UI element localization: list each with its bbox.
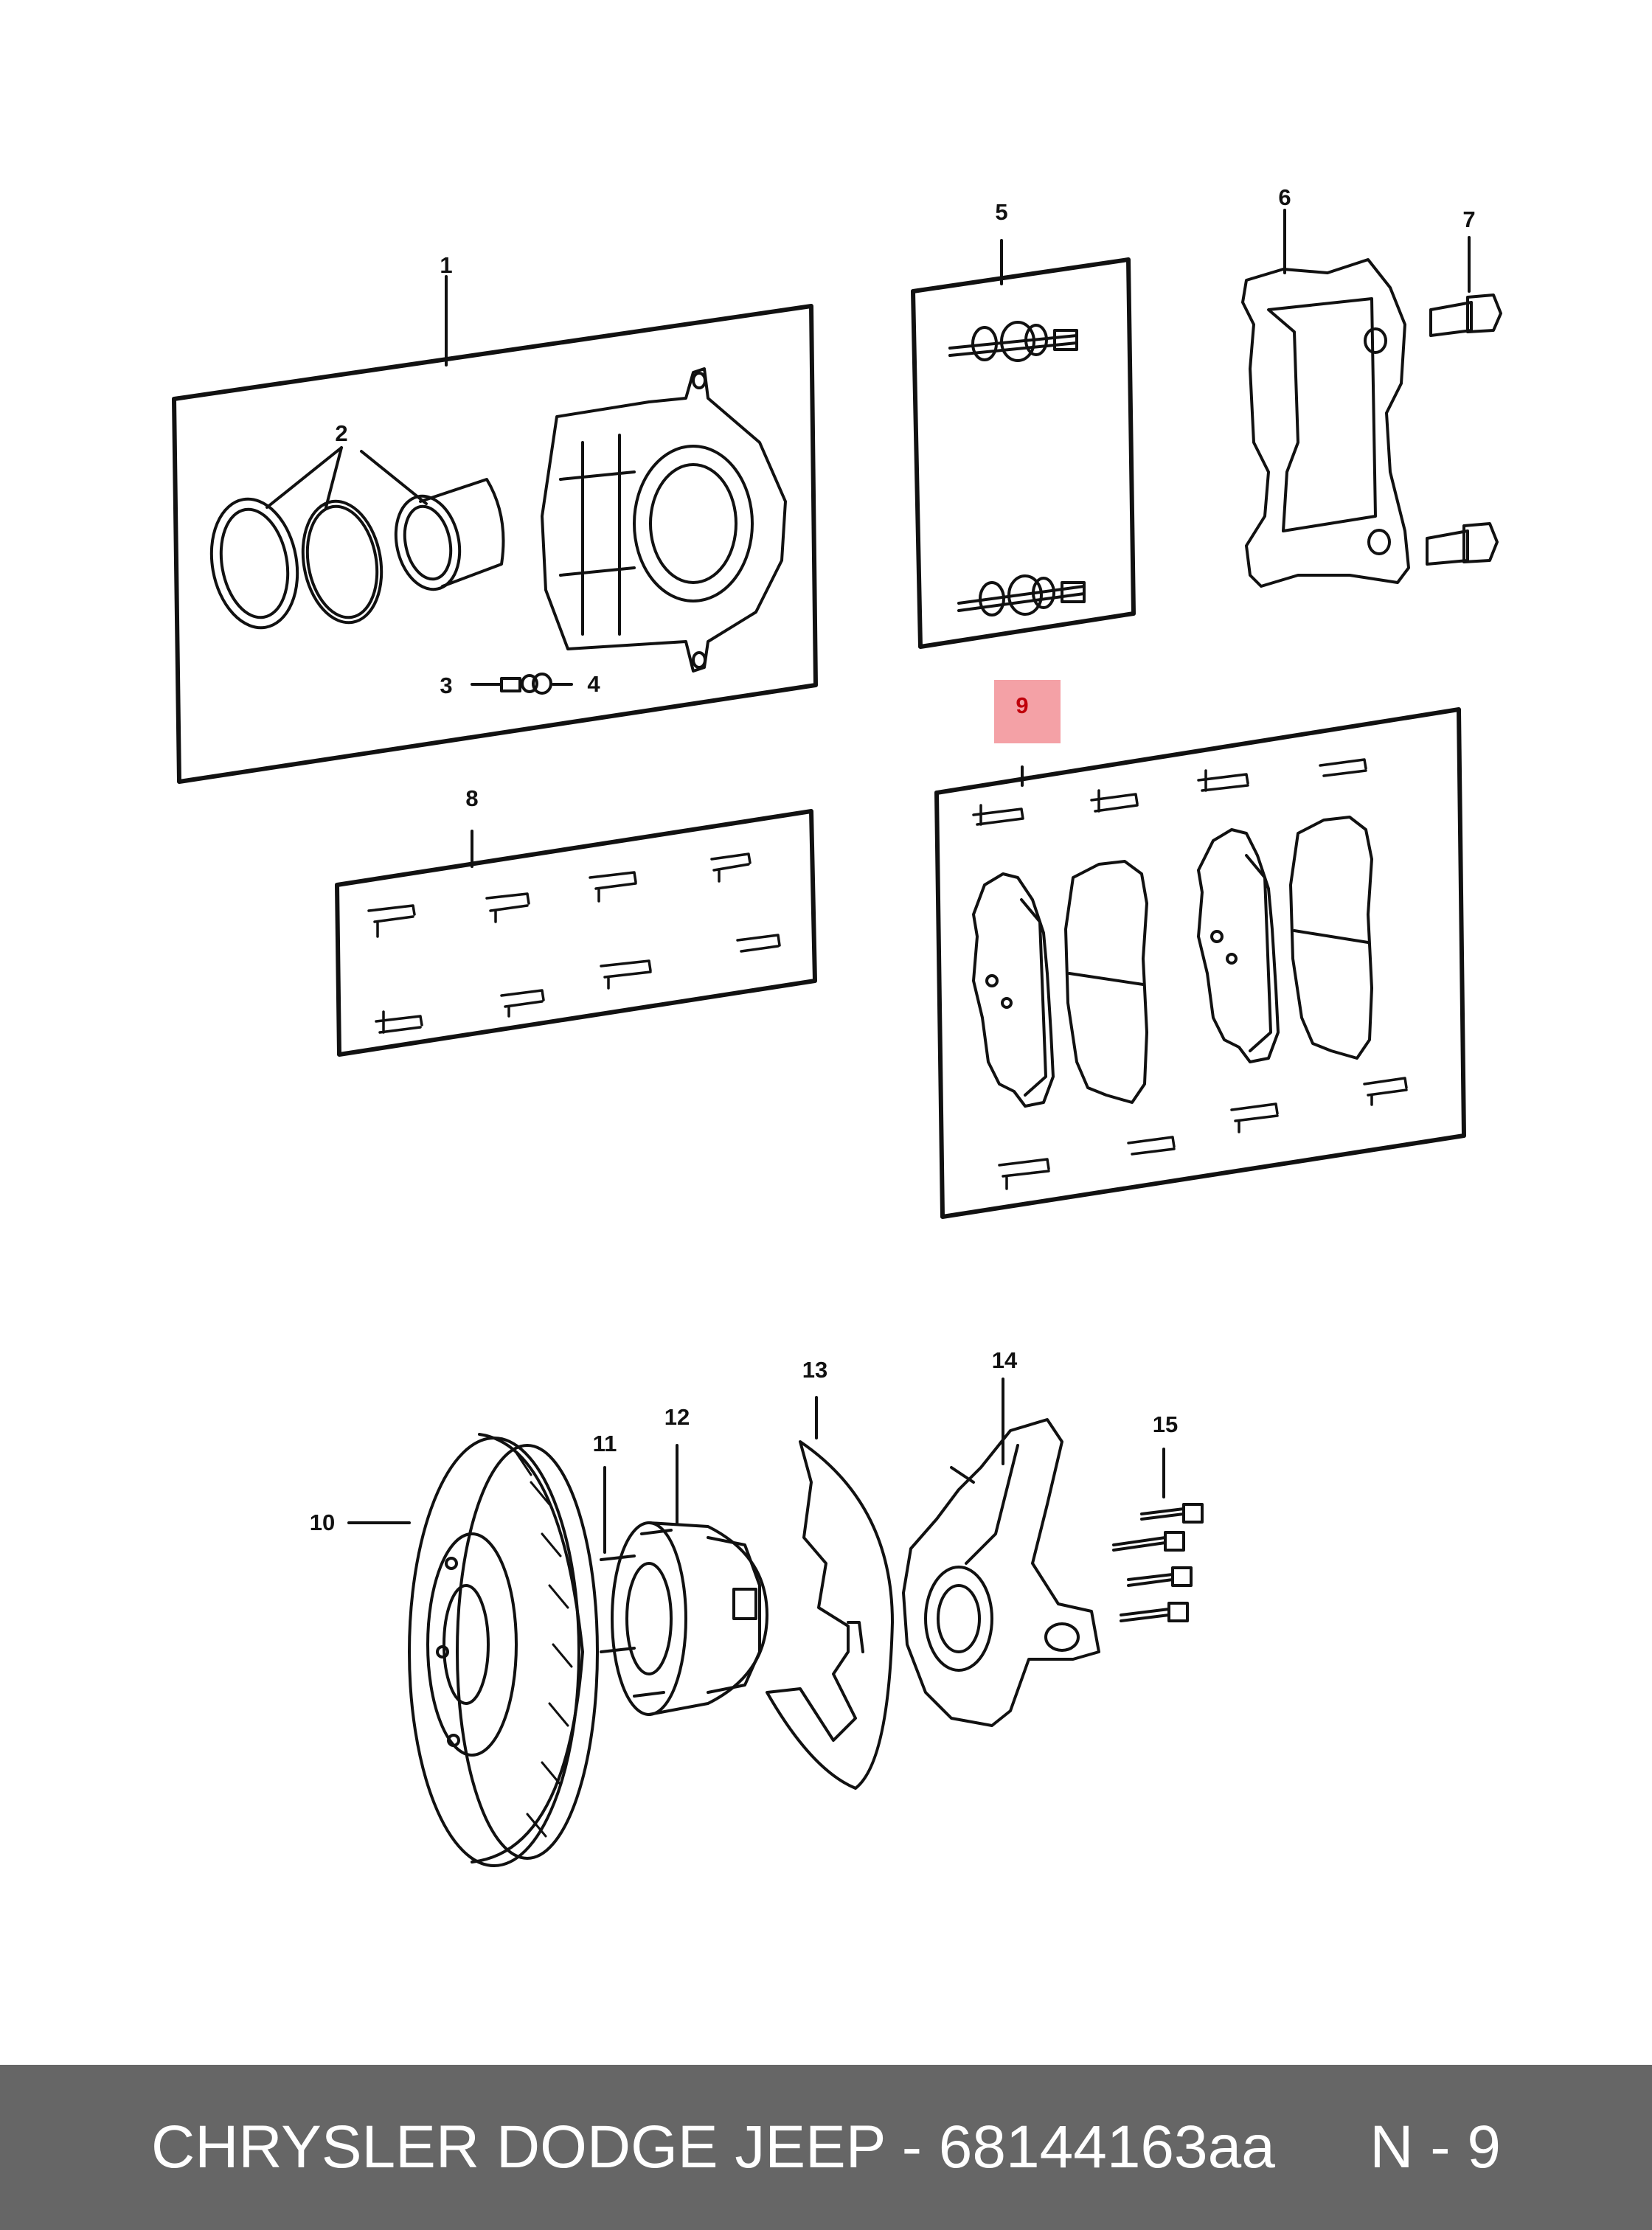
callout-5: 5 <box>995 199 1007 225</box>
callout-1: 1 <box>440 252 452 278</box>
panel-brake-pad-kit <box>934 707 1466 1219</box>
brake-pad-inner-2 <box>1197 828 1280 1063</box>
panel-caliper-kit <box>172 304 818 784</box>
callout-6: 6 <box>1278 184 1291 210</box>
pad-clips <box>367 852 781 1034</box>
bleeder-screw <box>471 673 573 695</box>
guide-pin-upper <box>948 321 1078 362</box>
guide-pin-lower <box>957 574 1086 616</box>
steering-knuckle <box>902 1378 1100 1727</box>
adapter-bolts <box>1426 236 1502 566</box>
callout-7: 7 <box>1462 206 1475 232</box>
callout-12: 12 <box>664 1404 690 1430</box>
caliper-body <box>541 367 787 673</box>
caliper-adapter <box>1241 209 1410 588</box>
footer-bar: CHRYSLER DODGE JEEP - 68144163aa N - 9 <box>0 2065 1652 2230</box>
pad-kit-clips <box>972 758 1408 1190</box>
knuckle-bolts <box>1112 1448 1204 1622</box>
callout-13: 13 <box>802 1357 827 1383</box>
panel-clip-kit <box>335 809 817 1057</box>
brake-pad-outer-1 <box>1064 860 1148 1104</box>
caliper-piston <box>394 478 505 591</box>
parts-diagram: 1 2 3 4 5 6 7 8 9 10 11 12 13 14 15 <box>172 184 1502 1867</box>
part-number-text: CHRYSLER DODGE JEEP - 68144163aa <box>151 2113 1275 2181</box>
hub-bearing <box>600 1444 768 1716</box>
brake-pad-outer-2 <box>1289 816 1373 1060</box>
callout-9: 9 <box>1016 692 1028 718</box>
dust-shield <box>766 1396 894 1790</box>
callout-15: 15 <box>1153 1411 1178 1437</box>
panel-guide-pin-kit <box>911 257 1136 649</box>
piston-seal-rings <box>209 497 384 630</box>
callout-10: 10 <box>310 1510 335 1535</box>
highlight-box <box>994 680 1061 743</box>
callout-4: 4 <box>587 671 600 697</box>
callout-11: 11 <box>593 1431 617 1456</box>
brake-rotor <box>347 1433 599 1867</box>
callout-8: 8 <box>465 785 478 811</box>
callout-14: 14 <box>992 1347 1018 1373</box>
callout-2: 2 <box>335 420 347 446</box>
reference-text: N - 9 <box>1370 2113 1501 2181</box>
brake-pad-inner-1 <box>972 872 1055 1108</box>
callout-3: 3 <box>440 673 452 698</box>
